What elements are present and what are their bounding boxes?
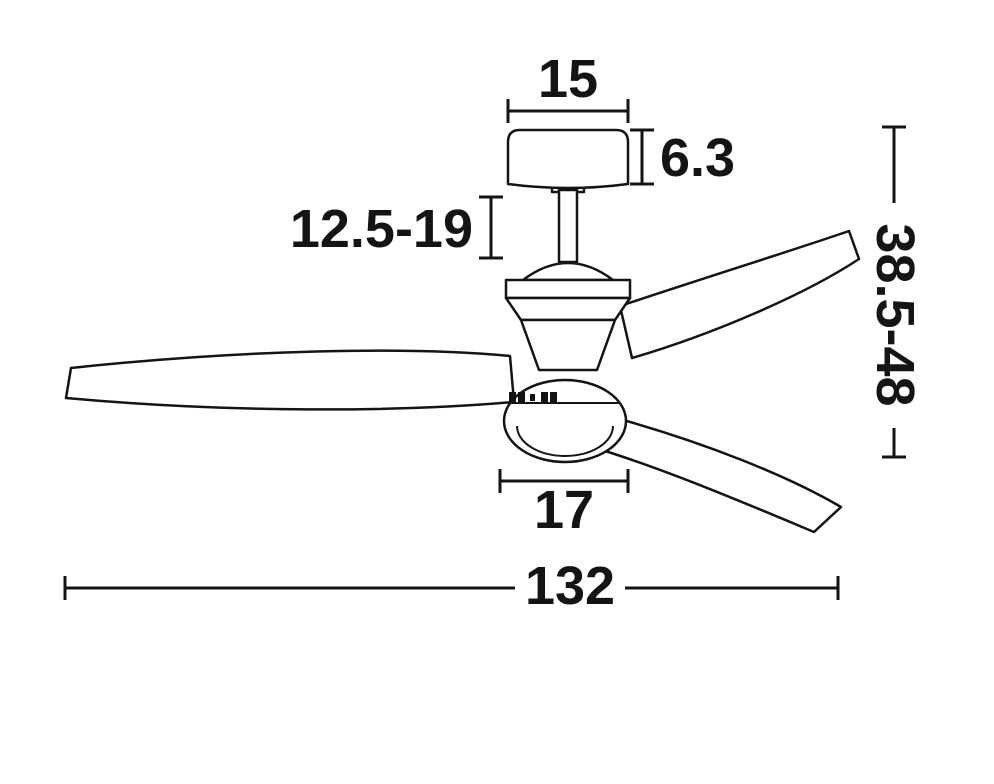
control-button	[518, 392, 525, 402]
fan-blade-upper-right	[618, 229, 861, 360]
light-body-width-label: 17	[534, 480, 594, 540]
light-body-width-dimension: 17	[498, 469, 630, 540]
canopy-height-dimension: 6.3	[630, 128, 735, 188]
canopy-width-dimension: 15	[506, 49, 630, 123]
control-button	[530, 394, 535, 401]
control-button	[550, 392, 557, 402]
overall-height-label: 38.5-48	[865, 223, 925, 406]
control-buttons-icon	[509, 392, 557, 402]
motor-band-upper	[504, 278, 632, 300]
overall-height-dimension: 38.5-48	[865, 125, 925, 459]
downrod-length-label: 12.5-19	[290, 199, 473, 259]
fan-canopy	[506, 128, 630, 190]
control-button	[541, 392, 548, 402]
motor-dome	[521, 261, 615, 282]
downrod-tube	[557, 188, 579, 264]
fan-light-hub	[502, 378, 628, 464]
fan-downrod	[550, 181, 586, 264]
downrod-length-dimension: 12.5-19	[290, 195, 503, 260]
control-button	[509, 392, 516, 402]
motor-band-lower	[519, 318, 617, 372]
fan-motor-housing	[504, 261, 632, 372]
blade-span-label: 132	[525, 556, 615, 616]
motor-band-middle	[504, 296, 632, 322]
blade-span-dimension: 132	[63, 556, 840, 616]
canopy-width-label: 15	[538, 49, 598, 109]
fan-blade-lower-right	[600, 416, 843, 534]
canopy-height-label: 6.3	[660, 128, 735, 188]
light-ring-inner	[516, 425, 614, 457]
fan-blade-left	[64, 349, 516, 411]
